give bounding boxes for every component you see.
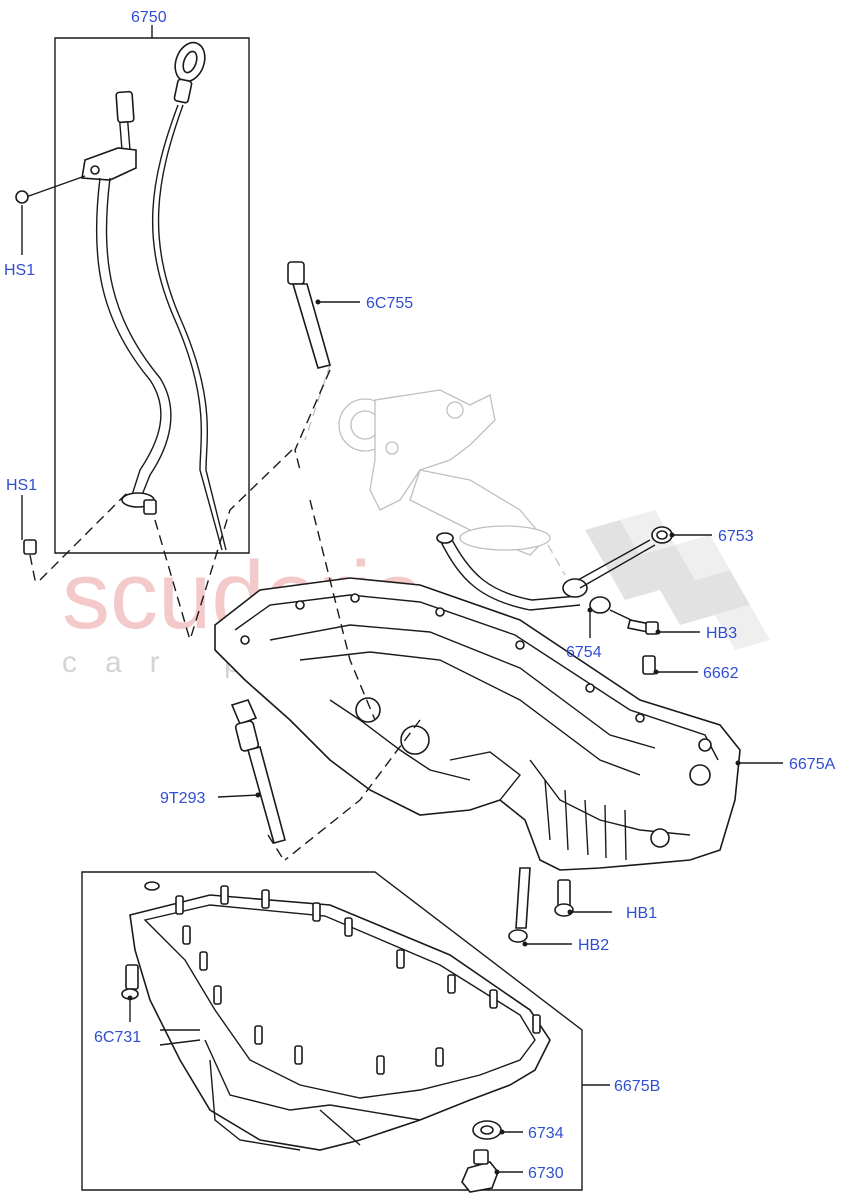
oil-pickup-tube-6754 [436, 532, 611, 614]
o-ring-seal-6753 [577, 526, 673, 589]
callout-hb2: HB2 [578, 937, 609, 954]
drain-plug-6730 [461, 1149, 499, 1193]
callout-hb1: HB1 [626, 905, 657, 922]
bolt-hb1 [554, 879, 574, 917]
sensor-leader-dash-2 [267, 834, 286, 863]
lower-oil-pan-6675B [129, 885, 551, 1151]
callout-6675B: 6675B [614, 1078, 660, 1095]
leader-lines [21, 205, 783, 1175]
dipstick-leader-dash [154, 519, 191, 641]
callout-hb3: HB3 [706, 625, 737, 642]
hs1-bolt-top [15, 175, 86, 204]
callout-6754: 6754 [566, 644, 602, 661]
callout-6C755: 6C755 [366, 295, 413, 312]
pan-studs [175, 885, 541, 1075]
callout-labels: 6750 HS1 HS1 6C755 6753 HB3 6754 6662 66… [4, 9, 836, 1182]
callout-hs1-top: HS1 [4, 262, 35, 279]
oil-pump-ghost-illustration [304, 364, 566, 576]
dowel-6662 [642, 655, 656, 675]
callout-6753: 6753 [718, 528, 754, 545]
breather-tube-6C755 [287, 261, 331, 471]
callout-9T293: 9T293 [160, 790, 205, 807]
oil-level-sensor-9T293 [230, 699, 286, 844]
hs1-bolt-bottom [23, 539, 37, 586]
upper-oil-pan-6675A [214, 577, 741, 871]
dipstick-tube [81, 90, 172, 515]
sensor-leader-dash [284, 719, 421, 861]
bolt-hb2 [508, 867, 531, 943]
bolt-6C731 [121, 881, 160, 1000]
callout-6730: 6730 [528, 1165, 564, 1182]
washer-6734 [472, 1120, 502, 1140]
breather-leader-dash [309, 499, 376, 721]
callout-6734: 6734 [528, 1125, 564, 1142]
callout-6662: 6662 [703, 665, 739, 682]
hs1-leader-dash [39, 489, 131, 581]
lower-oil-pan-group-box [81, 871, 583, 1191]
watermark-checker-flag [585, 510, 770, 650]
pump-leader-dash [189, 449, 293, 641]
callout-6C731: 6C731 [94, 1029, 141, 1046]
dipstick-group-box [54, 25, 250, 554]
bolt-hb3 [609, 609, 659, 635]
callout-hs1-bottom: HS1 [6, 477, 37, 494]
callout-6750: 6750 [131, 9, 167, 26]
callout-6675A: 6675A [789, 756, 836, 773]
dipstick [151, 41, 227, 551]
